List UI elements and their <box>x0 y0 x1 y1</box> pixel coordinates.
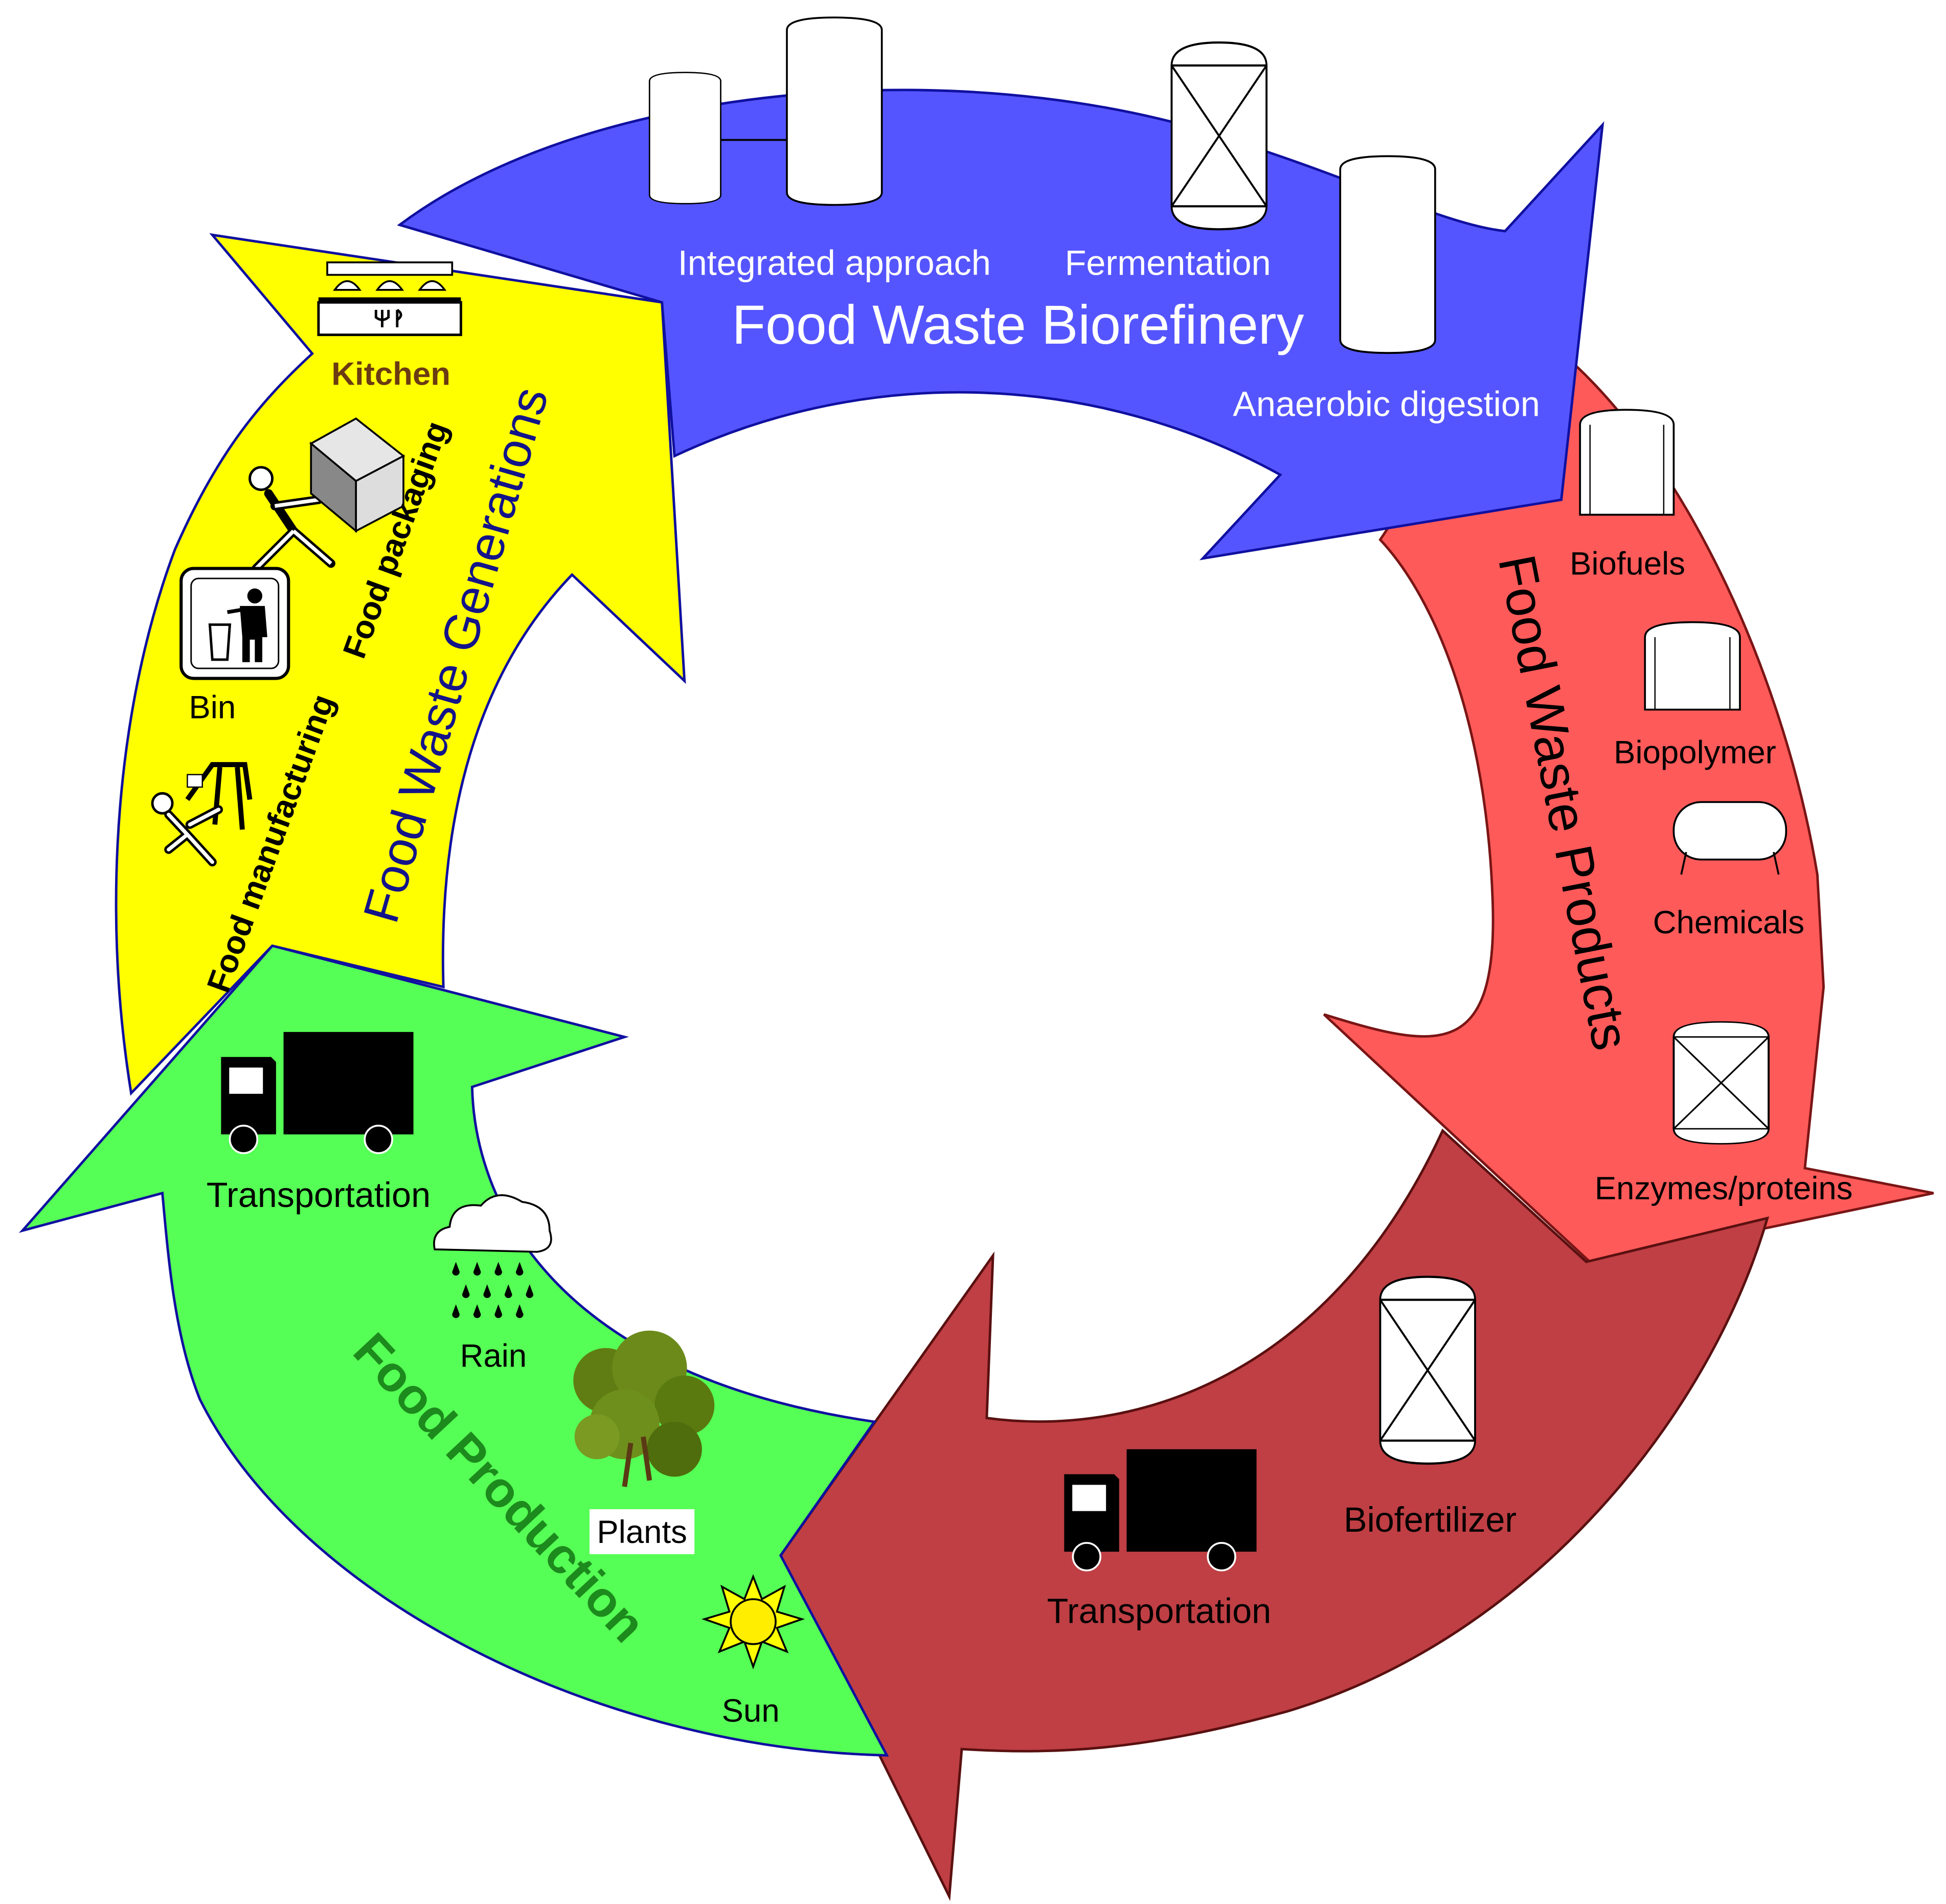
integrated-approach-label: Integrated approach <box>678 243 991 282</box>
kitchen-label: Kitchen <box>331 356 450 392</box>
reactor-icon <box>1380 1277 1475 1464</box>
plants-label-box <box>590 1509 695 1554</box>
double-tank-icon <box>648 16 883 206</box>
food-waste-products-arrow <box>1323 323 1934 1266</box>
biofertilizer-label: Biofertilizer <box>1344 1500 1517 1539</box>
distribution-transportation-label: Transportation <box>1047 1592 1271 1630</box>
worker-machine-icon <box>151 762 253 867</box>
plants-label: Plants <box>597 1514 687 1550</box>
chemicals-label: Chemicals <box>1653 905 1804 940</box>
plant-icon <box>573 1330 715 1487</box>
food-waste-distribution-arrow <box>779 1128 1770 1901</box>
rain-cloud-icon <box>433 1194 552 1318</box>
kitchen-icon <box>317 261 462 337</box>
bin-label: Bin <box>189 690 236 726</box>
sun-icon <box>701 1574 805 1670</box>
rain-label: Rain <box>460 1338 527 1374</box>
tank-icon <box>1339 155 1436 354</box>
enzymes-proteins-label: Enzymes/proteins <box>1595 1171 1853 1206</box>
biofuels-label: Biofuels <box>1570 546 1685 582</box>
fermentation-label: Fermentation <box>1065 243 1271 282</box>
reactor-icon <box>1672 1021 1770 1145</box>
reactor-icon <box>1171 42 1266 229</box>
bin-icon <box>179 567 290 680</box>
chemical-tank-icon <box>1672 801 1787 875</box>
anaerobic-digestion-label: Anaerobic digestion <box>1233 385 1540 424</box>
production-transportation-label: Transportation <box>207 1176 431 1215</box>
biopolymer-vessel-icon <box>1644 621 1741 711</box>
food-waste-generation-arrow <box>115 233 686 1096</box>
sun-label: Sun <box>722 1693 780 1729</box>
biorefinery-title: Food Waste Biorefinery <box>732 294 1304 355</box>
biopolymer-label: Biopolymer <box>1614 735 1776 771</box>
biofuel-vessel-icon <box>1579 409 1675 516</box>
